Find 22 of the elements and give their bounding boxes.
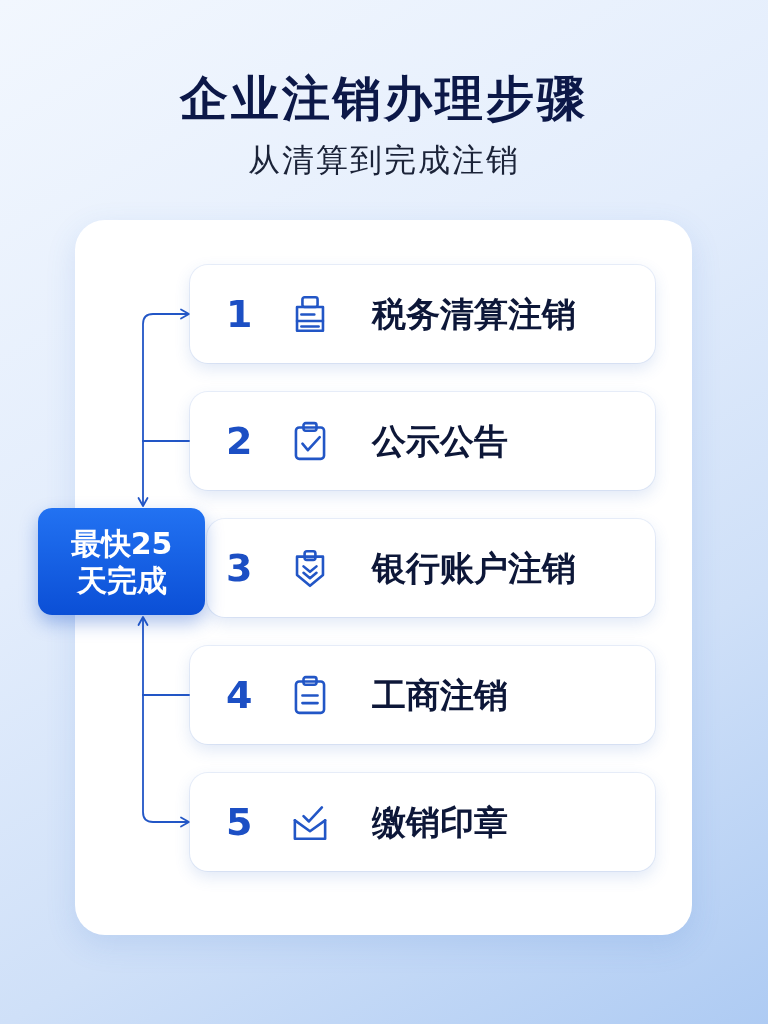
badge-text: 最快25天完成	[69, 524, 174, 599]
arrow	[137, 440, 191, 507]
step-number: 1	[226, 292, 253, 336]
page-title: 企业注销办理步骤	[180, 69, 588, 128]
step-number: 2	[226, 419, 253, 463]
step-card	[207, 519, 655, 617]
step-card	[190, 773, 655, 871]
step-number: 3	[226, 546, 253, 590]
subtitle: 从清算到完成注销	[248, 140, 520, 180]
step-number: 5	[226, 800, 253, 844]
arrow	[142, 308, 191, 442]
arrow	[142, 694, 191, 828]
step-card	[190, 646, 655, 744]
step-card	[190, 265, 655, 363]
step-card	[190, 392, 655, 490]
duration-badge	[38, 508, 205, 615]
step-number: 4	[226, 673, 253, 717]
step-title: 工商注销	[372, 674, 508, 716]
step-title: 缴销印章	[372, 801, 508, 843]
step-title: 税务清算注销	[372, 293, 576, 335]
step-title: 银行账户注销	[372, 547, 576, 589]
step-title: 公示公告	[372, 420, 508, 462]
